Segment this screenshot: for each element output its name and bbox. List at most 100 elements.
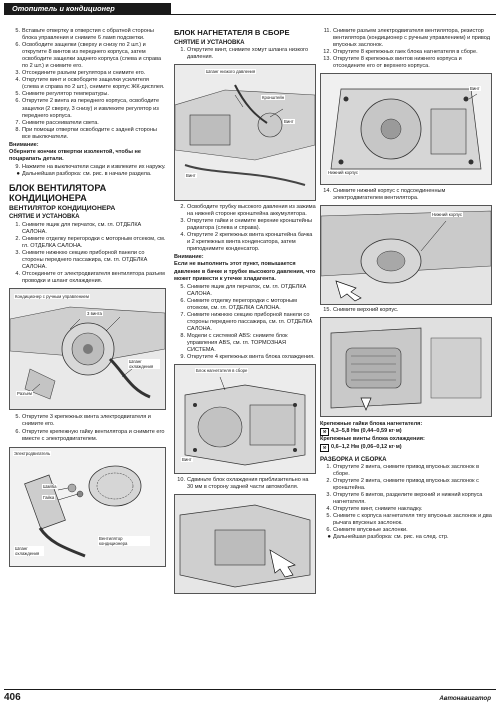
figure-label: Винт — [283, 119, 295, 125]
step-item: 7.Снимите нижнюю секцию приборной панели… — [174, 312, 316, 333]
wrench-icon: ⚒ — [320, 428, 329, 437]
step-text: Открутите 3 крепежных винта электродвига… — [22, 414, 151, 428]
step-number: 14. — [323, 188, 331, 195]
steps-list: 1.Открутите винт, снимите хомут шланга н… — [174, 47, 316, 61]
step-text: Снимите ящик для перчаток, см. гл. ОТДЕЛ… — [22, 221, 142, 236]
steps-list: 10.Сдвиньте блок охлаждения приблизитель… — [174, 477, 316, 491]
step-number: 8. — [180, 332, 185, 339]
step-number: 7. — [180, 311, 185, 318]
step-number: 3. — [326, 492, 331, 499]
step-number: 7. — [15, 119, 20, 126]
torque-title: Крепежные гайки блока нагнетателя: — [320, 421, 423, 428]
step-item: 4.Открутите винт, снимите накладку. — [320, 506, 492, 513]
step-item: 2.Снимите отделку перегородки с моторным… — [9, 236, 167, 250]
step-item: 14.Снимите нижний корпус с подсоединенны… — [320, 188, 492, 202]
step-text: Снимите ящик для перчаток, см. гл. ОТДЕЛ… — [187, 283, 307, 297]
step-number: 10. — [177, 477, 185, 484]
procedure-title: Снятие и установка — [9, 213, 80, 221]
bullet-item: ●Дальнейшая разборка: см. рис. на след. … — [320, 534, 492, 541]
step-number: 5. — [15, 28, 20, 34]
step-number: 15. — [323, 307, 331, 314]
figure-label: Винт — [181, 457, 193, 463]
publisher-name: Автонавигатор — [439, 695, 491, 702]
figure-label: Шайба — [42, 483, 58, 489]
figure-label: Вентилятор кондиционера — [98, 535, 150, 546]
step-text: Открутите винт, снимите хомут шланга низ… — [187, 47, 309, 61]
figure-label: 3 винта — [86, 311, 103, 317]
step-item: 5.Снимите регулятор температуры. — [9, 91, 167, 98]
step-item: 1.Открутите 2 винта, снимите привод впус… — [320, 464, 492, 478]
step-item: 6.Снимите впускные заслонки. — [320, 527, 492, 534]
step-number: 1. — [326, 464, 331, 471]
step-number: 6. — [180, 297, 185, 304]
step-text: Открутите 6 винтов, разделите верхний и … — [333, 492, 483, 506]
steps-list: 5.Открутите 3 крепежных винта электродви… — [9, 414, 167, 442]
step-number: 3. — [15, 250, 20, 257]
figure-label: Шланг охлаждения — [14, 545, 44, 556]
step-number: 4. — [180, 232, 185, 239]
step-item: 3.Снимите нижнюю секцию приборной панели… — [9, 250, 167, 271]
figure-low-pressure-hose: Шланг низкого давления Кронштейн Винт Ви… — [174, 64, 316, 202]
step-item: 3.Открутите гайки и снимите верхние крон… — [174, 218, 316, 232]
step-number: ● — [327, 534, 331, 541]
step-text: Дальнейшая разборка: см. рис. на след. с… — [333, 534, 449, 541]
step-number: 1. — [180, 47, 185, 53]
steps-list: 2.Освободите трубку высокого давления из… — [174, 204, 316, 253]
procedure-title: Снятие и установка — [174, 38, 245, 46]
step-item: 5.Снимите ящик для перчаток, см. гл. ОТД… — [174, 284, 316, 298]
step-item: 5.Открутите 3 крепежных винта электродви… — [9, 414, 167, 428]
figure-lower-housing-removed: Нижний корпус — [320, 205, 492, 306]
step-text: Открутите 8 крепежных винтов нижнего кор… — [333, 56, 462, 70]
step-item: 7.Снимите рассеиватели света. — [9, 120, 167, 127]
figure-label: Шланг охлаждения — [128, 359, 160, 370]
figure-upper-housing — [320, 317, 492, 418]
steps-list: 5.Вставьте отвертку в отверстия с обратн… — [9, 28, 167, 141]
figure-label: Разъем — [16, 391, 33, 397]
figure-label: Винт — [185, 173, 197, 179]
warning-text: Если не выполнить этот пункт, повышается… — [174, 261, 316, 282]
figure-label: Электродвигатель — [13, 450, 52, 456]
step-text: Открутите 4 крепежных винта блока охлажд… — [187, 354, 315, 361]
step-number: 5. — [15, 414, 20, 421]
step-number: 12. — [323, 49, 331, 56]
torque-title: Крепежные винты блока охлаждения: — [320, 436, 425, 443]
wrench-icon: ⚒ — [320, 443, 329, 452]
step-number: 4. — [326, 506, 331, 513]
step-item: 4.Открутите винт и освободите защелки ус… — [9, 77, 167, 91]
step-text: Снимите верхний корпус. — [333, 307, 399, 314]
figure-blower-assembly: Блок нагнетателя в сборе Винт — [174, 364, 316, 475]
step-text: Открутите 2 винта, снимите привод впускн… — [333, 464, 480, 478]
step-number: 4. — [15, 271, 20, 278]
step-item: 6.Открутите 2 винта из переднего корпуса… — [9, 98, 167, 119]
bullet-item: ●Дальнейшая разборка: см. рис. в начале … — [9, 171, 167, 178]
step-item: 15.Снимите верхний корпус. — [320, 307, 492, 314]
step-number: 3. — [15, 70, 20, 77]
step-number: 6. — [15, 42, 20, 49]
engine-bay-illustration — [175, 65, 315, 201]
step-number: 5. — [15, 91, 20, 98]
steps-list: 14.Снимите нижний корпус с подсоединенны… — [320, 188, 492, 202]
step-text: Снимите разъем электродвигателя вентилят… — [333, 28, 490, 49]
step-text: Снимите отделку перегородки с моторным о… — [187, 297, 297, 311]
warning-title: Внимание: — [9, 141, 39, 148]
step-item: 2.Освободите трубку высокого давления из… — [174, 204, 316, 218]
step-text: Открутите крепежную гайку вентилятора и … — [22, 428, 165, 442]
step-number: 5. — [180, 283, 185, 290]
warning: Внимание: Оберните кончик отвертки изоле… — [9, 142, 167, 163]
step-text: Открутите гайки и снимите верхние кроншт… — [187, 218, 312, 232]
step-text: Снимите нижний корпус с подсоединенным э… — [333, 188, 446, 202]
step-number: 11. — [323, 28, 331, 34]
column-3: 11.Снимите разъем электродвигателя венти… — [320, 28, 492, 542]
column-1: 5.Вставьте отвертку в отверстия с обратн… — [9, 28, 167, 567]
step-number: 6. — [326, 527, 331, 534]
step-number: 8. — [15, 126, 20, 133]
step-item: 1.Снимите ящик для перчаток, см. гл. ОТД… — [9, 222, 167, 236]
step-text: Снимите нижнюю секцию приборной панели с… — [187, 311, 313, 332]
step-item: 1.Открутите винт, снимите хомут шланга н… — [174, 47, 316, 61]
torque-value: ⚒0,6–1,2 Нм (0,06–0,12 кг·м) — [320, 443, 492, 452]
step-text: Снимите рассеиватели света. — [22, 119, 99, 126]
step-text: Освободите защелки (сверху и снизу по 2 … — [22, 42, 162, 70]
warning: Внимание: Если не выполнить этот пункт, … — [174, 254, 316, 282]
lower-housing-illustration — [321, 74, 491, 185]
steps-list: 11.Снимите разъем электродвигателя венти… — [320, 28, 492, 70]
